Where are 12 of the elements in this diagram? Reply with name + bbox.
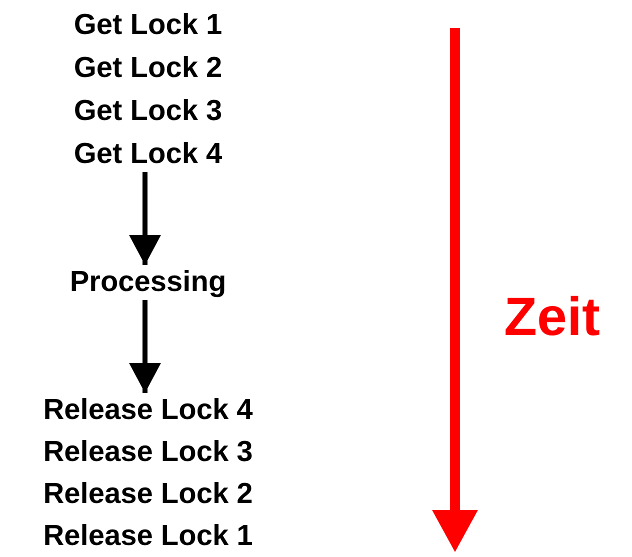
arrow: [129, 172, 161, 265]
arrow: [129, 300, 161, 393]
step-text: Release Lock 4: [42, 393, 254, 428]
step-text: Processing: [68, 265, 228, 300]
step-text: Release Lock 1: [42, 519, 254, 554]
step-text: Get Lock 4: [72, 137, 224, 172]
step-text: Get Lock 2: [72, 51, 224, 86]
step-text: Release Lock 2: [42, 477, 254, 512]
step-text: Release Lock 3: [42, 435, 254, 470]
step-text: Get Lock 3: [72, 94, 224, 129]
step-text: Get Lock 1: [72, 8, 224, 43]
time-label: Zeit: [504, 286, 600, 348]
